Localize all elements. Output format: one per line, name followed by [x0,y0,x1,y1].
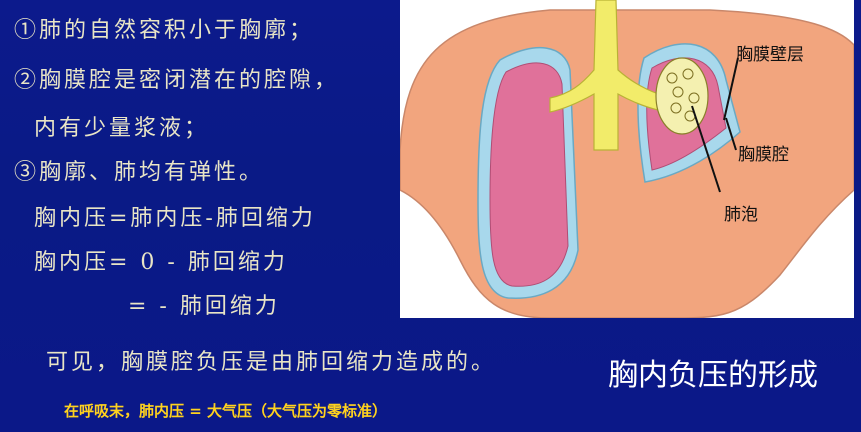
thorax-illustration [400,0,854,318]
pointer-pleura-wall [723,57,739,121]
footnote-text: 在呼吸末，肺内压 = 大气压（大气压为零标准） [64,402,388,420]
thorax-diagram: 胸膜壁层 胸膜腔 肺泡 [400,0,854,318]
bullet-line-2: ②胸膜腔是密闭潜在的腔隙， [14,68,340,93]
bullet-line-1: ①肺的自然容积小于胸廓； [14,18,315,43]
formula-line-1: 胸内压=肺内压-肺回缩力 [34,206,316,231]
pointer-alveolus [691,105,721,193]
left-lung [489,62,569,287]
label-pleura-wall: 胸膜壁层 [736,45,804,65]
trachea [549,0,683,151]
formula-line-3: = - 肺回缩力 [128,294,280,319]
bullet-line-3: 内有少量浆液； [34,116,210,141]
slide-title: 胸内负压的形成 [608,358,818,393]
label-pleural-cavity: 胸膜腔 [738,145,789,165]
alveoli-cluster [655,57,709,135]
bullet-line-4: ③胸廓、肺均有弹性。 [14,160,265,185]
conclusion-text: 可见，胸膜腔负压是由肺回缩力造成的。 [46,350,497,375]
pointer-pleural-cavity [725,117,737,151]
label-alveolus: 肺泡 [724,205,758,225]
formula-line-2: 胸内压= 0 - 肺回缩力 [34,250,288,275]
